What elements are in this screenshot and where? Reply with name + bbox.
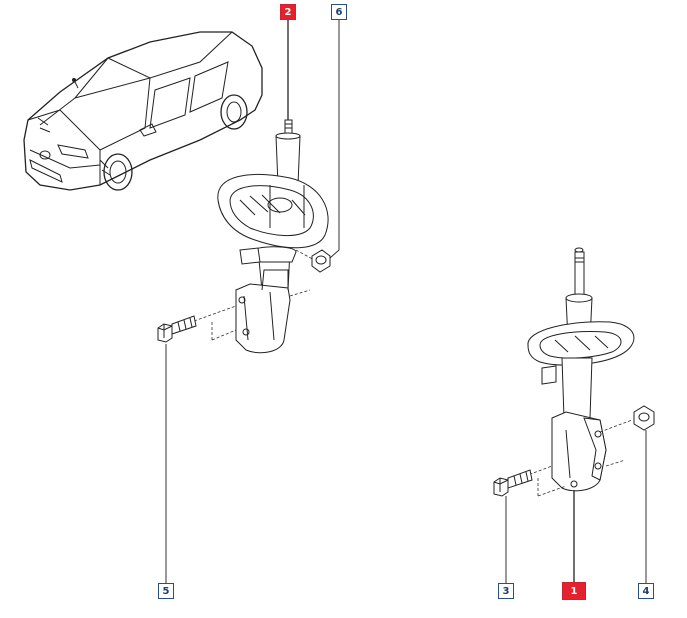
strut-assembly-icon xyxy=(179,119,329,354)
strut-assembly-icon xyxy=(519,247,635,498)
bolt-icon xyxy=(493,469,533,497)
callout-3[interactable]: 3 xyxy=(498,583,514,599)
car-illustration xyxy=(23,31,263,191)
callout-2[interactable]: 2 xyxy=(280,4,296,20)
callout-5[interactable]: 5 xyxy=(158,583,174,599)
leader-line-6 xyxy=(329,20,340,259)
callout-6[interactable]: 6 xyxy=(331,4,347,20)
nut-icon xyxy=(311,249,331,273)
callout-4[interactable]: 4 xyxy=(638,583,654,599)
callout-1[interactable]: 1 xyxy=(562,582,586,600)
nut-icon xyxy=(633,405,655,431)
bolt-icon xyxy=(157,315,197,343)
